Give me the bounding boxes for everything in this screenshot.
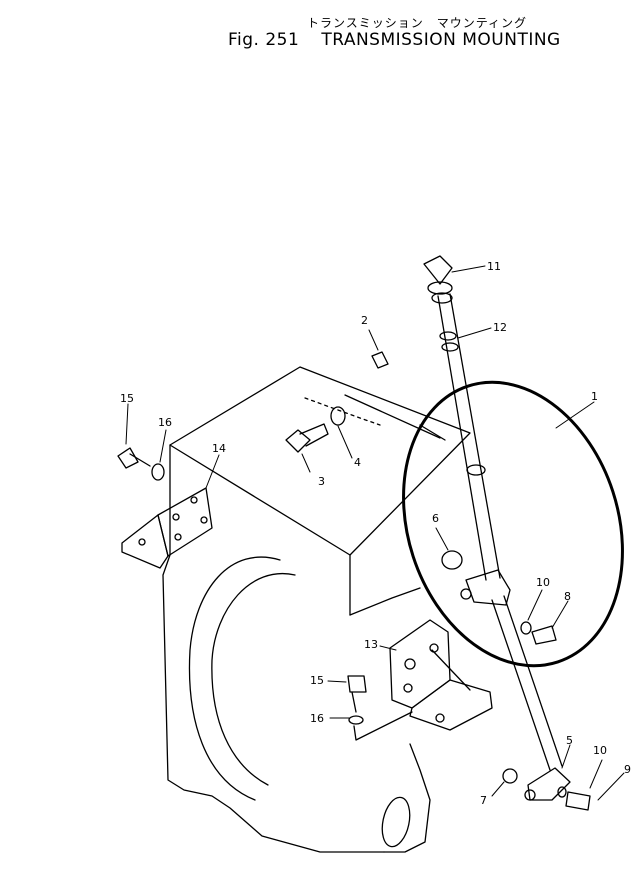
callout-10-lower: 10: [593, 744, 607, 757]
bolt-15-lower: [347, 675, 413, 741]
figure-number: Fig. 251: [228, 30, 300, 50]
callout-6: 6: [432, 512, 439, 525]
gasket-ring: [402, 380, 624, 668]
callout-13: 13: [364, 638, 378, 651]
callout-16-left: 16: [158, 416, 172, 429]
callout-9: 9: [624, 763, 631, 776]
callout-15-left: 15: [120, 392, 134, 405]
callout-7: 7: [480, 794, 487, 807]
pin-2: [371, 351, 389, 369]
callout-14: 14: [212, 442, 226, 455]
callout-5: 5: [566, 734, 573, 747]
bracket-left: [121, 487, 213, 569]
callout-3: 3: [318, 475, 325, 488]
callout-8: 8: [564, 590, 571, 603]
bolt-9: [557, 786, 591, 811]
transmission-case: [162, 366, 471, 853]
bolt-3: [285, 423, 329, 453]
bracket-right: [389, 619, 493, 731]
o-ring-6: [441, 550, 463, 570]
callout-12: 12: [493, 321, 507, 334]
callout-1: 1: [591, 390, 598, 403]
dipstick-tube: [437, 293, 571, 801]
callout-10-upper: 10: [536, 576, 550, 589]
callout-4: 4: [354, 456, 361, 469]
dipstick-cap: [423, 255, 453, 304]
callout-15-lower: 15: [310, 674, 324, 687]
bolt-8: [520, 621, 557, 645]
leader-lines: [125, 265, 625, 801]
o-ring-12: [439, 331, 457, 341]
japanese-title: トランスミッション マウンティング: [307, 16, 528, 30]
callout-16-lower: 16: [310, 712, 324, 725]
bolt-15-left: [117, 447, 165, 481]
callout-11: 11: [487, 260, 501, 273]
o-ring-12b: [441, 342, 459, 352]
o-ring-7: [502, 768, 518, 784]
callout-2: 2: [361, 314, 368, 327]
figure-caption: TRANSMISSION MOUNTING: [321, 30, 561, 50]
washer-4: [330, 406, 346, 426]
figure-title: Fig. 251 TRANSMISSION MOUNTING: [228, 30, 561, 50]
